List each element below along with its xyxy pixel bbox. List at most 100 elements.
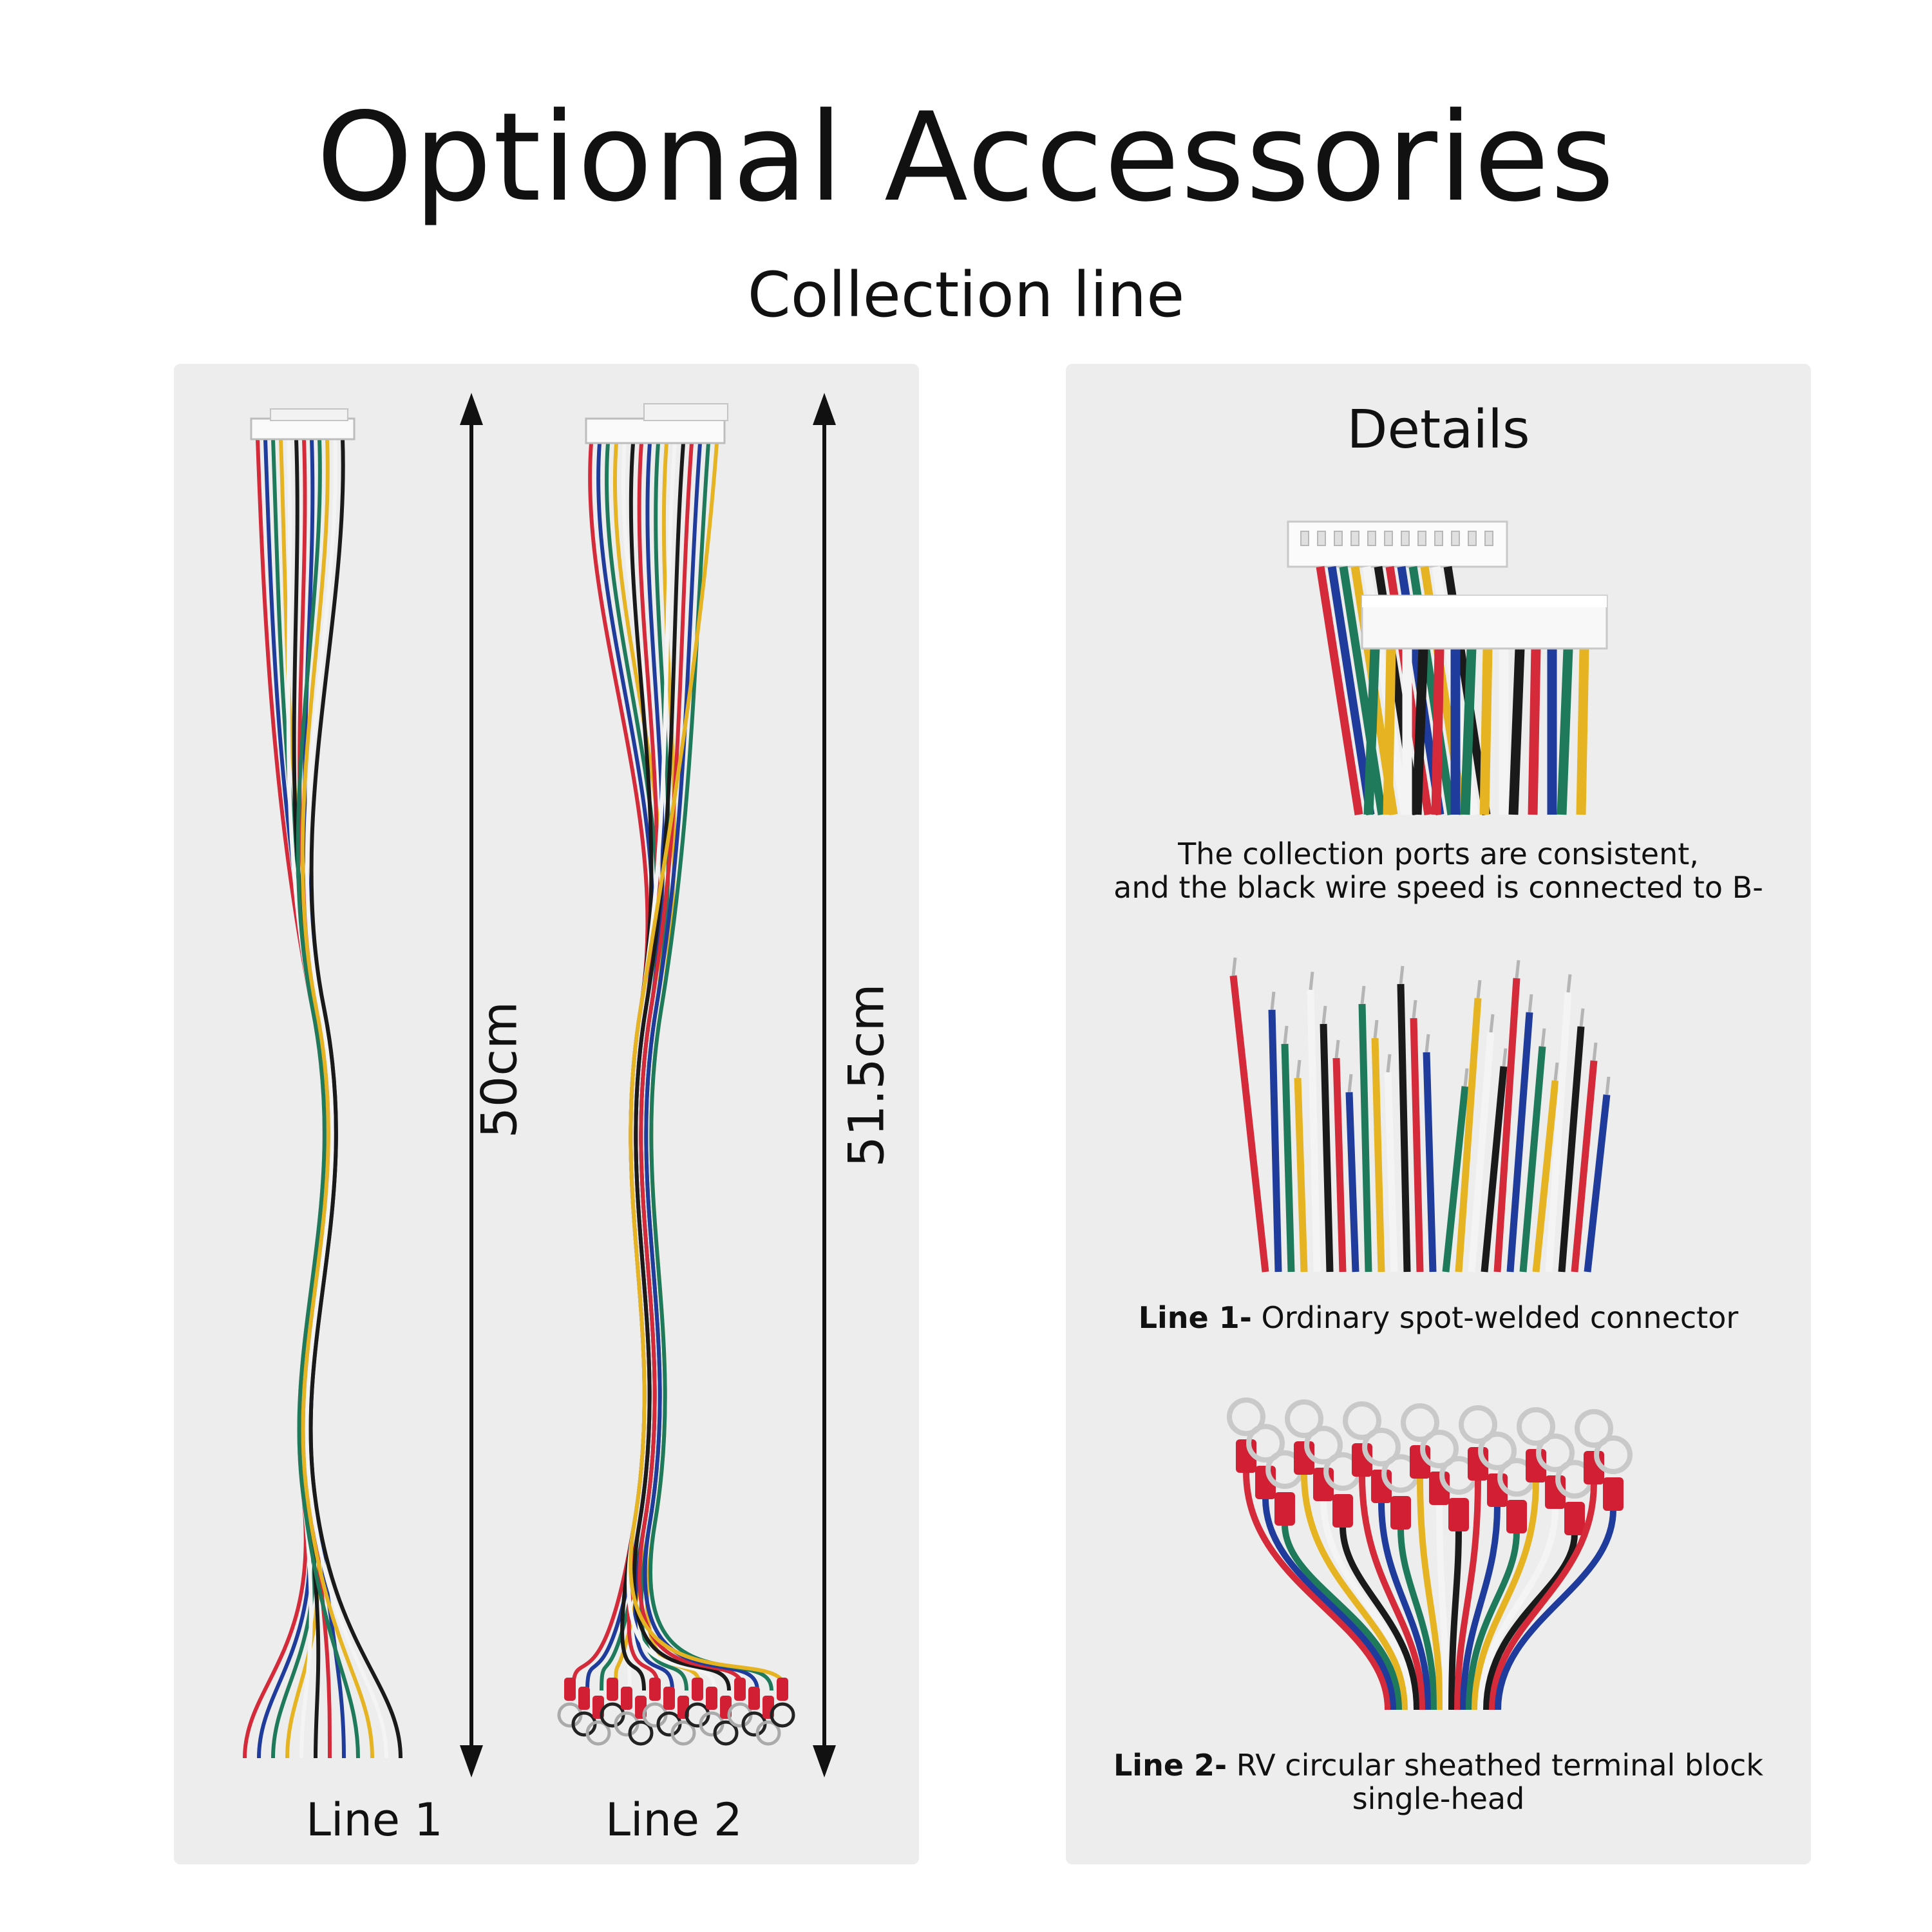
ring-terminal [1285,1399,1323,1438]
terminal-sleeve [1564,1502,1585,1535]
terminal-sleeve [706,1687,717,1710]
wire [1466,1531,1520,1710]
wire-tip [1528,994,1533,1013]
ring-terminal [1459,1405,1497,1444]
wire-tip [1334,1039,1340,1059]
wire-tip [1283,1025,1289,1045]
wire [643,442,759,1691]
ring-terminal [628,1720,654,1746]
connector-pin [1350,531,1359,546]
ring-terminal-wires [1227,1397,1633,1710]
wire [1327,565,1375,816]
wire [1528,648,1541,815]
wire [1340,1526,1420,1710]
wire [1320,1023,1334,1273]
wire-tip [1579,1008,1585,1027]
wire-tip [1463,1068,1469,1087]
terminal-sleeve [621,1687,632,1710]
wire [1493,978,1520,1273]
details-title: Details [1347,399,1530,460]
connector-closeup [1287,520,1508,568]
line1-length-label: 50cm [470,1001,528,1139]
wire [1558,1026,1585,1273]
wire [1410,1018,1424,1273]
line2-length-label: 51.5cm [837,983,895,1168]
wire [1506,1012,1533,1273]
wire [1584,1094,1611,1273]
wire [1339,565,1387,816]
wire [1442,1086,1469,1273]
wire [1358,1003,1372,1273]
terminal-sleeve [649,1678,661,1701]
terminal-sleeve [564,1678,576,1701]
wire-tip [1540,1028,1546,1047]
wire-tip [1412,999,1417,1019]
ring-terminal [585,1720,611,1746]
wire [308,439,402,1759]
line1-connector [250,408,355,440]
wire-tip [1425,1034,1430,1053]
wire [1472,1481,1539,1710]
wire [1397,1528,1437,1710]
wire-tip [1489,1014,1495,1033]
wire [1229,975,1269,1273]
line2-connector [585,403,728,444]
wire-tip [1296,1059,1302,1079]
connector-pin [1300,531,1309,546]
wire-tip [1476,980,1482,999]
ring-terminal [1362,1428,1401,1466]
page-title: Optional Accessories [316,86,1616,229]
wire [1243,1471,1391,1710]
line2-label: Line 2 [605,1794,743,1846]
wire [1455,998,1482,1273]
wire [1477,1507,1558,1710]
line2-ring-terminals [557,1678,795,1746]
ring-terminal [1517,1407,1555,1446]
wire [1332,1057,1347,1273]
wire [1460,648,1477,815]
terminal-sleeve [578,1687,590,1710]
ring-terminal [755,1720,781,1746]
ring-terminal [713,1720,739,1746]
page-subtitle: Collection line [747,259,1185,331]
details-panel: Details The collection ports are consist… [1066,364,1811,1864]
terminal-sleeve [777,1678,788,1701]
connector-pin [1384,531,1393,546]
wire [1384,1072,1398,1273]
ring-terminal [1536,1434,1575,1472]
wire-tip [1605,1076,1611,1095]
ring-terminal [1227,1397,1265,1436]
wire [1262,1497,1397,1710]
details-illustrations [1227,520,1633,1710]
ring-terminal [1401,1403,1439,1442]
wire-tip [1399,965,1405,985]
ring-terminal [1420,1430,1459,1468]
wire [1282,1524,1403,1710]
wire [1307,989,1321,1273]
wire [1268,1009,1282,1273]
connector-pin [1401,531,1410,546]
terminal-sleeve [748,1687,760,1710]
caption-line1: Line 1- Ordinary spot-welded connector [1138,1300,1739,1335]
ring-terminal [1246,1424,1285,1463]
wire-tip [1566,974,1572,993]
terminal-sleeve [663,1687,675,1710]
wire [632,442,731,1691]
wire [300,439,374,1759]
wire [1481,1066,1508,1273]
cable-illustration [243,393,836,1777]
wire [1301,1473,1408,1710]
wire [1571,1060,1598,1273]
wire-tip [1502,1048,1508,1067]
wire [638,442,745,1691]
wire [1359,1475,1426,1710]
wire [1532,1080,1559,1273]
line1-bundle [243,439,402,1759]
caption-line2: Line 2- RV circular sheathed terminal bl… [1113,1748,1763,1816]
cable-length-panel: 50cm 51.5cm Line 1 Line 2 [174,364,919,1864]
wire [1545,992,1572,1273]
wire-tip [1592,1042,1598,1061]
wire-tip [1270,991,1276,1010]
wire-tip [1309,971,1314,990]
wire [1417,1477,1443,1710]
